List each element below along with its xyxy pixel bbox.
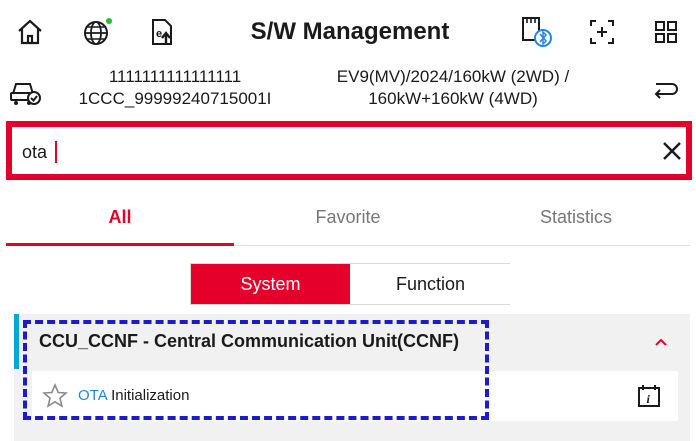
chevron-up-icon[interactable] bbox=[651, 332, 671, 352]
home-icon[interactable] bbox=[12, 14, 48, 50]
list-item[interactable]: OTA Initialization i bbox=[32, 371, 678, 421]
tab-favorite[interactable]: Favorite bbox=[315, 207, 381, 227]
system-group: CCU_CCNF - Central Communication Unit(CC… bbox=[14, 314, 690, 441]
group-header[interactable]: CCU_CCNF - Central Communication Unit(CC… bbox=[19, 314, 690, 369]
segment-system[interactable]: System bbox=[191, 264, 350, 304]
close-icon[interactable] bbox=[658, 137, 686, 165]
page-title: S/W Management bbox=[250, 18, 450, 45]
info-icon[interactable]: i bbox=[636, 383, 662, 409]
group-title: CCU_CCNF - Central Communication Unit(CC… bbox=[39, 331, 459, 351]
vehicle-id: 1CCC_99999240715001I bbox=[78, 89, 272, 108]
tab-statistics[interactable]: Statistics bbox=[539, 207, 613, 227]
vehicle-check-icon bbox=[8, 76, 42, 106]
vehicle-info: 1111111111111111 1CCC_99999240715001I EV… bbox=[0, 62, 696, 118]
text-caret bbox=[55, 141, 57, 163]
top-bar: e S/W Management bbox=[0, 0, 696, 62]
svg-text:i: i bbox=[647, 392, 651, 406]
item-label: OTA Initialization bbox=[78, 371, 189, 421]
grid-icon[interactable] bbox=[648, 14, 684, 50]
group-accent-bar bbox=[14, 314, 19, 369]
globe-icon[interactable] bbox=[80, 14, 116, 50]
search-box bbox=[6, 121, 692, 180]
item-label-highlight: OTA bbox=[78, 387, 107, 404]
vehicle-model-line1: EV9(MV)/2024/160kW (2WD) / bbox=[336, 67, 570, 86]
vin-number: 1111111111111111 bbox=[108, 67, 242, 86]
vehicle-model-line2: 160kW+160kW (4WD) bbox=[368, 89, 538, 108]
scan-icon[interactable] bbox=[584, 14, 620, 50]
tab-active-indicator bbox=[6, 243, 234, 246]
file-upload-icon[interactable]: e bbox=[144, 14, 180, 50]
item-label-rest: Initialization bbox=[106, 387, 190, 404]
star-icon[interactable] bbox=[42, 382, 68, 409]
segment-control: System Function bbox=[190, 263, 510, 305]
vehicle-model: EV9(MV)/2024/160kW (2WD) / 160kW+160kW (… bbox=[300, 66, 606, 110]
tab-all[interactable]: All bbox=[108, 207, 132, 227]
return-icon[interactable] bbox=[648, 76, 684, 108]
segment-function[interactable]: Function bbox=[351, 264, 510, 304]
tab-bar: All Favorite Statistics bbox=[6, 188, 690, 246]
vehicle-vin: 1111111111111111 1CCC_99999240715001I bbox=[56, 66, 294, 110]
bluetooth-device-icon[interactable] bbox=[518, 14, 554, 50]
svg-text:e: e bbox=[156, 28, 162, 40]
search-input[interactable] bbox=[22, 135, 582, 169]
